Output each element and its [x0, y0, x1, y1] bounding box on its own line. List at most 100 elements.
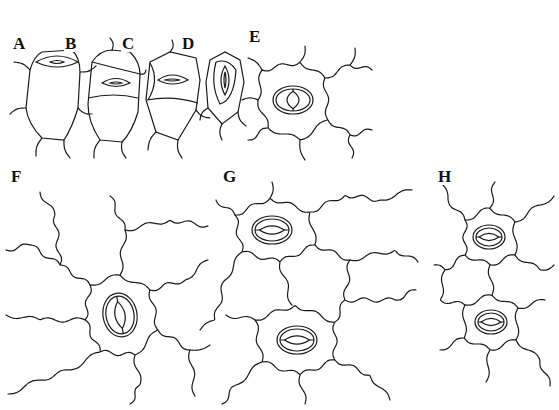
cell-wall	[488, 265, 493, 295]
cell-wall	[110, 196, 126, 275]
epidermal-cell	[88, 50, 140, 142]
cell-wall	[518, 300, 545, 309]
guard-cell-junction	[280, 339, 314, 340]
guard-cell-outer	[99, 290, 140, 339]
guard-cells	[221, 66, 229, 95]
cell-wall	[6, 315, 85, 322]
cell-wall	[248, 128, 268, 140]
cell-wall	[442, 184, 465, 220]
cell-wall	[10, 108, 26, 114]
cell-wall	[300, 140, 305, 160]
cell-wall	[130, 355, 141, 404]
cell-wall	[255, 306, 337, 375]
cell-wall	[140, 70, 146, 74]
panel-letter: F	[10, 168, 22, 185]
cell-wall	[300, 46, 305, 62]
cell-wall	[148, 132, 156, 150]
epidermal-cell	[26, 50, 80, 140]
cell-wall	[345, 290, 416, 302]
cell-wall	[463, 295, 519, 350]
cell-wall	[220, 124, 222, 140]
guard-cell-inner	[476, 228, 502, 246]
cell-wall	[158, 330, 210, 350]
cell-wall	[170, 40, 173, 52]
cell-wall	[14, 62, 30, 70]
cell-wall	[235, 199, 316, 262]
panel-letter: G	[222, 168, 237, 185]
pore	[224, 72, 226, 88]
cell-wall	[189, 350, 195, 396]
guard-cell-outer	[252, 216, 292, 244]
cell-division	[148, 63, 155, 100]
stoma	[473, 225, 505, 249]
guard-cell-junction	[292, 89, 293, 111]
cell-wall	[515, 255, 554, 270]
guard-cells	[158, 75, 188, 84]
cell-wall	[440, 270, 465, 305]
cell-wall	[516, 340, 550, 386]
cell-wall	[8, 352, 100, 394]
cell-wall	[299, 375, 306, 404]
cell-wall	[280, 262, 292, 305]
guard-cell-junction	[255, 229, 289, 230]
pore	[479, 233, 499, 240]
cell-wall	[6, 244, 90, 285]
pore	[110, 82, 122, 84]
cell-wall	[64, 140, 70, 158]
pore	[113, 301, 128, 330]
cell-wall	[242, 98, 258, 100]
stoma	[99, 290, 140, 339]
cell-wall	[150, 260, 208, 291]
cell-walls	[6, 38, 554, 404]
panel-letter: H	[437, 168, 452, 185]
cell-wall	[78, 108, 92, 114]
cell-wall	[248, 58, 262, 70]
cell-wall	[177, 140, 182, 158]
cell-wall	[328, 120, 372, 136]
cell-wall	[490, 182, 495, 208]
guard-cell-inner	[280, 329, 314, 351]
cell-wall	[335, 360, 390, 400]
pore	[260, 226, 285, 234]
cell-division	[147, 98, 198, 103]
cell-wall	[238, 112, 246, 126]
pore	[285, 336, 310, 344]
stoma	[277, 326, 317, 354]
cell-wall	[463, 208, 517, 265]
stoma	[273, 86, 313, 114]
guard-cell-outer	[277, 326, 317, 354]
cell-wall	[315, 245, 418, 262]
cell-wall	[80, 66, 96, 72]
cell-wall	[515, 196, 554, 222]
cell-wall	[85, 275, 157, 356]
cell-division	[214, 61, 236, 104]
guard-cell-inner	[478, 313, 504, 331]
cell-wall	[270, 182, 273, 198]
mature-stomata	[99, 86, 507, 354]
stoma	[252, 216, 292, 244]
cell-wall	[226, 315, 255, 320]
pore	[481, 318, 501, 325]
cell-wall	[125, 220, 208, 230]
pore	[165, 79, 180, 81]
cell-wall	[40, 192, 62, 265]
cell-division	[92, 62, 140, 74]
stoma	[475, 310, 507, 334]
cell-wall	[200, 108, 208, 120]
guard-cell-inner	[255, 219, 289, 241]
guard-cell-outer	[273, 86, 313, 114]
cell-wall	[310, 190, 412, 212]
panel-letter: E	[248, 28, 261, 45]
guard-cells	[102, 79, 130, 87]
cell-wall	[122, 142, 126, 158]
epidermal-cell	[146, 52, 200, 140]
cell-wall	[440, 338, 464, 350]
panel-letter: A	[12, 35, 26, 52]
cell-wall	[216, 200, 235, 215]
pore	[50, 61, 64, 64]
cell-wall	[486, 350, 490, 382]
young-stomata	[26, 50, 244, 142]
guard-cell-junction	[476, 236, 502, 237]
cell-wall	[348, 135, 353, 158]
epidermal-cell	[206, 52, 244, 124]
